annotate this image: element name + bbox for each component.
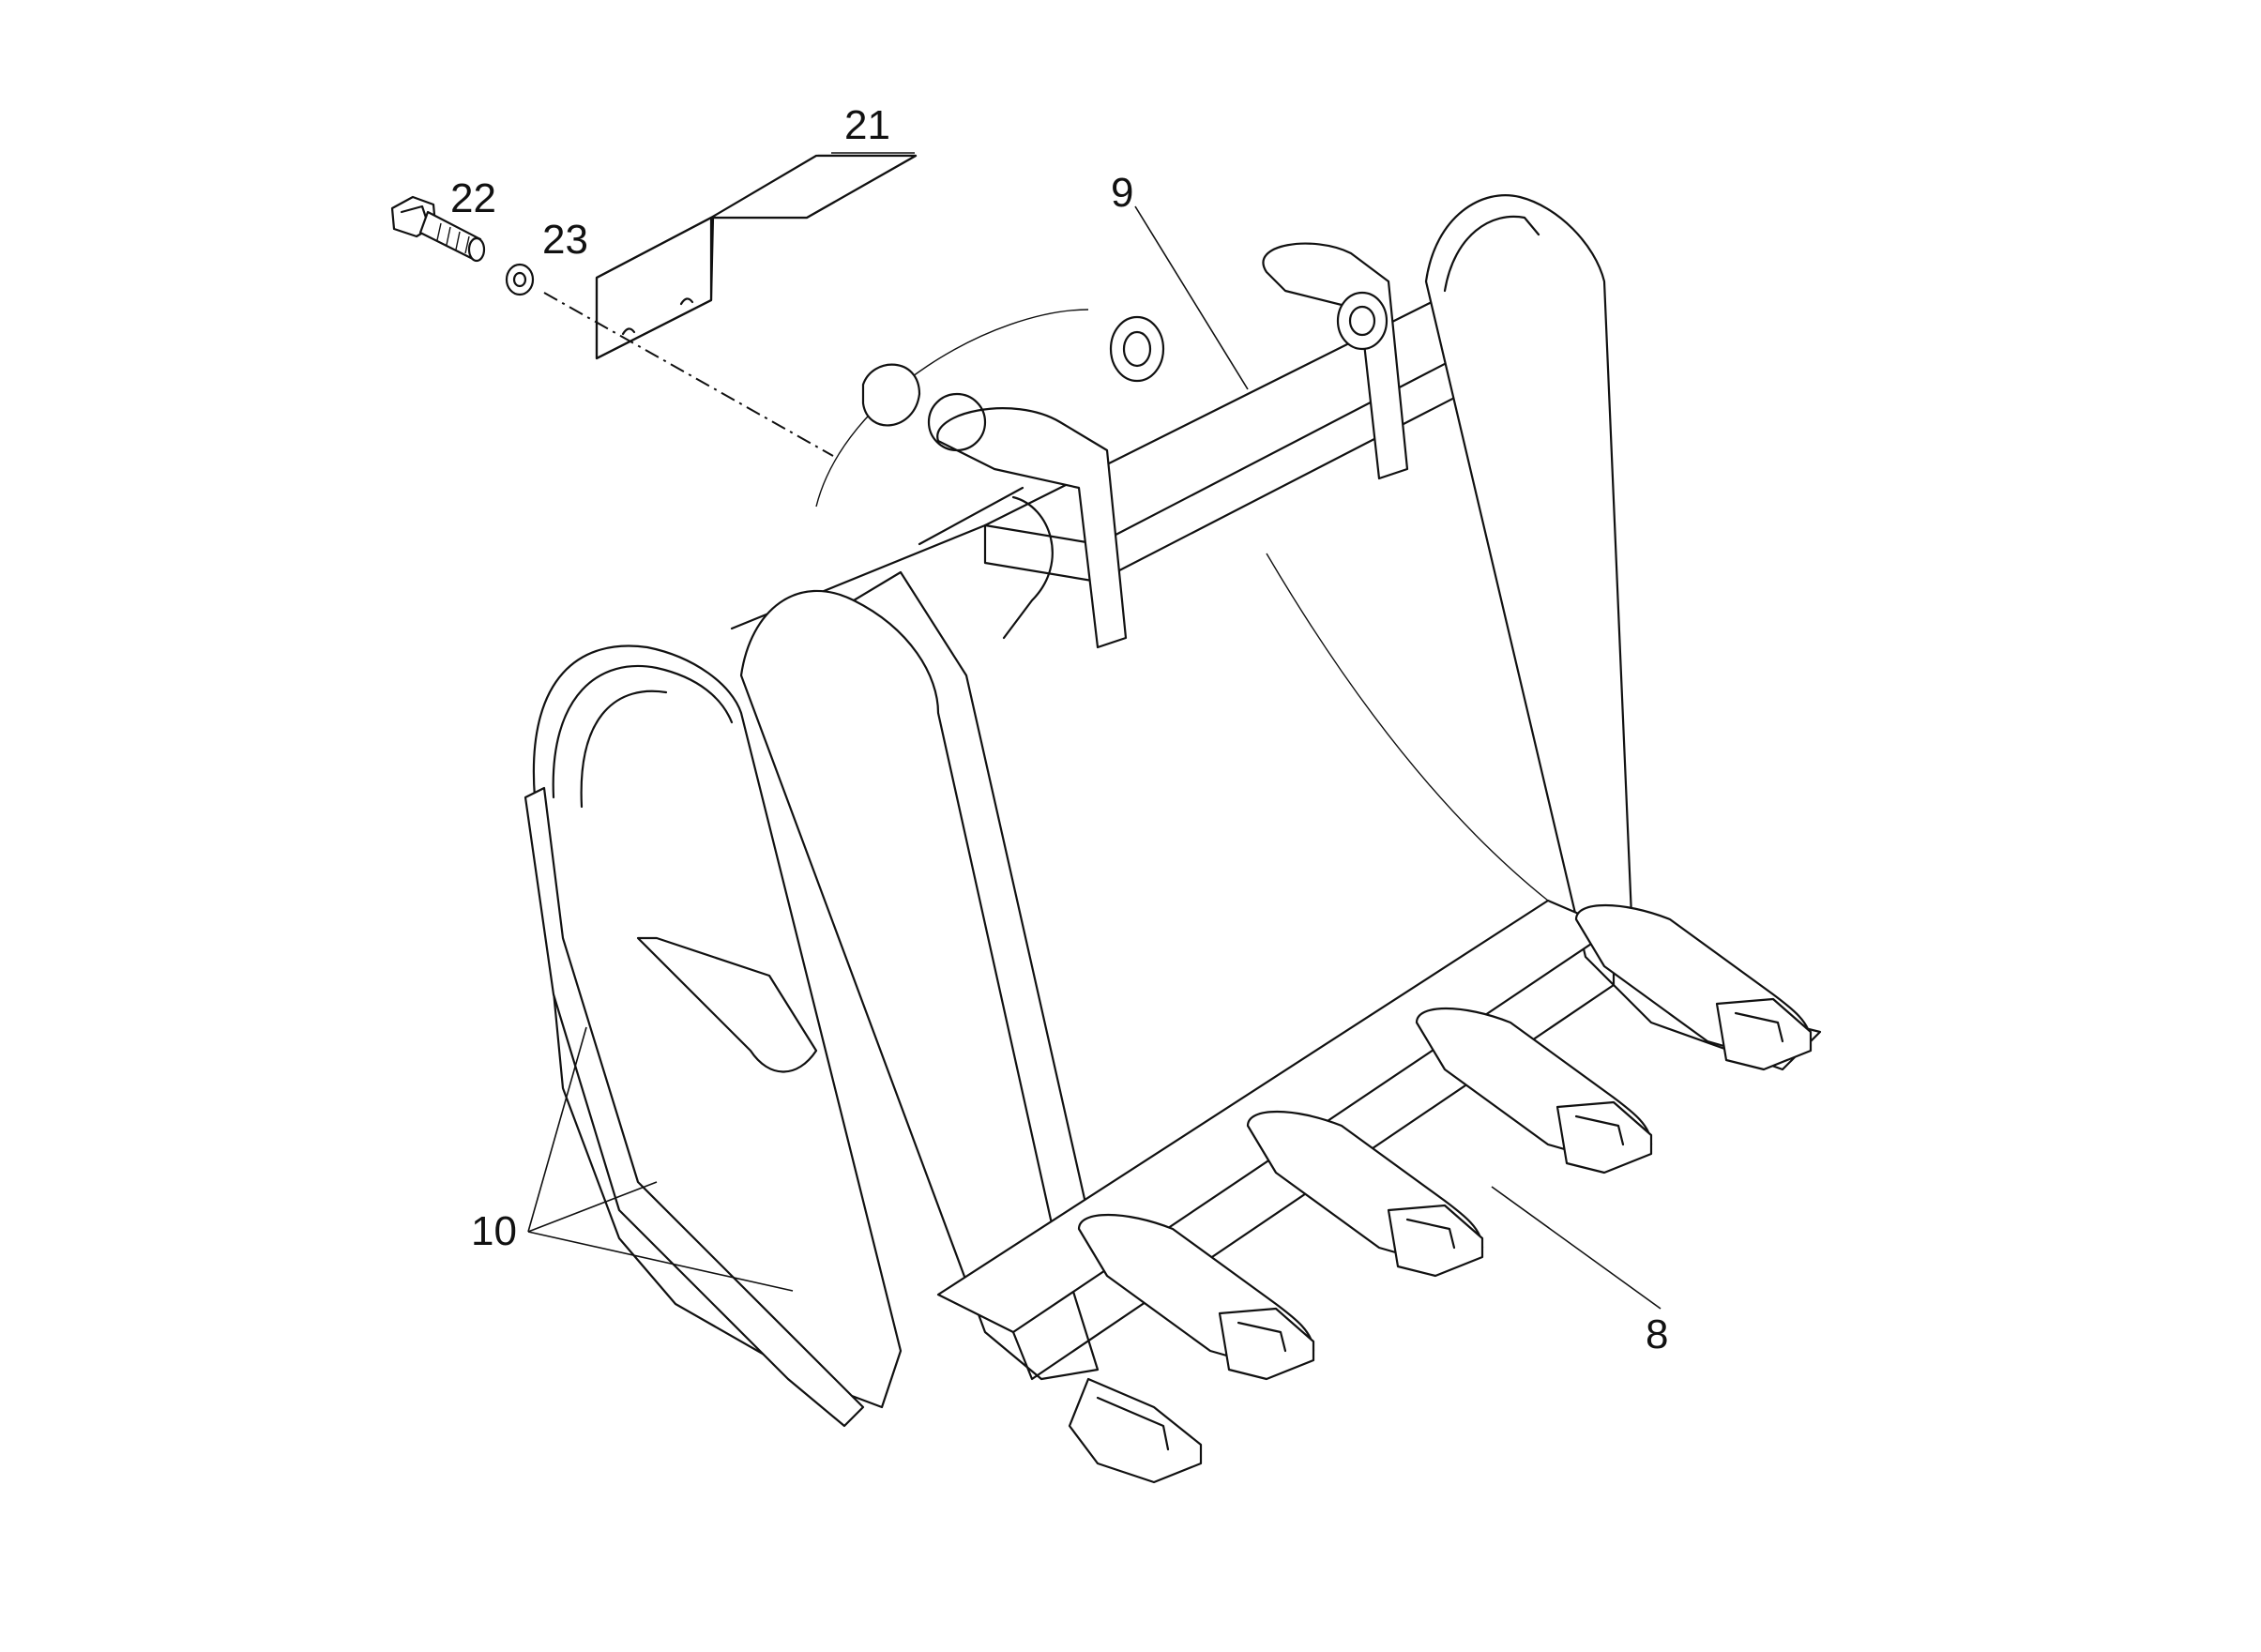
assembly-axis-line — [543, 292, 834, 457]
callout-9: 9 — [1111, 170, 1133, 216]
callout-23: 23 — [542, 217, 588, 263]
callout-21: 21 — [844, 102, 890, 148]
leader-lines — [527, 152, 1662, 1310]
tooth-2 — [1246, 1110, 1484, 1278]
cover-plate-part — [595, 154, 918, 360]
tooth-1 — [1077, 1213, 1315, 1381]
tooth-4 — [1574, 903, 1813, 1071]
tooth-3 — [1415, 1007, 1653, 1175]
bucket-assembly — [524, 194, 1822, 1484]
callout-10: 10 — [471, 1208, 517, 1254]
callout-22: 22 — [450, 175, 496, 221]
tooth-corner-left — [1068, 1377, 1203, 1484]
callout-8: 8 — [1646, 1311, 1668, 1357]
bolt-part — [390, 195, 486, 263]
washer-part — [505, 263, 535, 296]
